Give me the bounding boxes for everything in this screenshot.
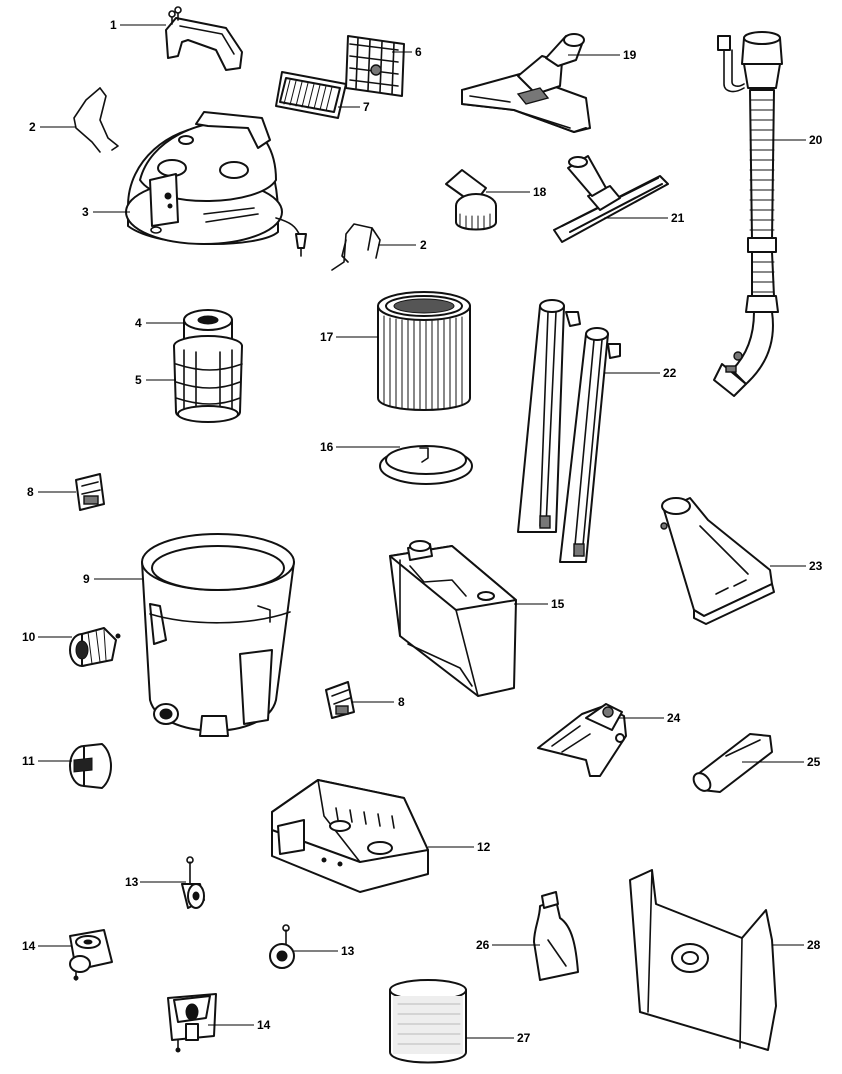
- part-28-dust-bag: [629, 869, 777, 1051]
- part-2-wire-clip-a: [73, 87, 119, 153]
- part-20-hose: [713, 31, 783, 397]
- part-18-dusting-brush: [445, 169, 497, 231]
- svg-text:12: 12: [477, 840, 491, 854]
- part-8-bracket-a: [75, 473, 105, 511]
- callout-14a: 14: [22, 939, 72, 953]
- svg-text:28: 28: [807, 938, 821, 952]
- callout-10: 10: [22, 630, 72, 644]
- svg-text:5: 5: [135, 373, 142, 387]
- svg-text:13: 13: [341, 944, 355, 958]
- callout-13a: 13: [125, 875, 186, 889]
- svg-text:20: 20: [809, 133, 823, 147]
- callout-19: 19: [568, 48, 637, 62]
- svg-text:19: 19: [623, 48, 637, 62]
- svg-text:18: 18: [533, 185, 547, 199]
- callout-17: 17: [320, 330, 378, 344]
- callout-6: 6: [392, 45, 422, 59]
- svg-text:4: 4: [135, 316, 142, 330]
- part-12-wheel-base: [271, 779, 429, 893]
- callout-15: 15: [514, 597, 565, 611]
- part-7-panel-filter: [275, 71, 347, 119]
- callout-8a: 8: [27, 485, 76, 499]
- callout-28: 28: [772, 938, 821, 952]
- part-13-caster-a: [181, 856, 205, 909]
- svg-text:6: 6: [415, 45, 422, 59]
- callout-16: 16: [320, 440, 400, 454]
- part-17-cartridge-filter: [377, 291, 471, 411]
- callout-7: 7: [338, 100, 370, 114]
- svg-text:26: 26: [476, 938, 490, 952]
- svg-text:25: 25: [807, 755, 821, 769]
- svg-text:21: 21: [671, 211, 685, 225]
- svg-text:9: 9: [83, 572, 90, 586]
- svg-text:13: 13: [125, 875, 139, 889]
- svg-text:14: 14: [257, 1018, 271, 1032]
- part-24-spray-nozzle: [537, 703, 627, 777]
- callout-5: 5: [135, 373, 176, 387]
- svg-text:2: 2: [29, 120, 36, 134]
- part-1-carry-handle: [165, 6, 243, 71]
- callout-14b: 14: [208, 1018, 271, 1032]
- svg-text:3: 3: [82, 205, 89, 219]
- part-26-detergent-bottle: [533, 891, 579, 981]
- svg-text:10: 10: [22, 630, 36, 644]
- part-3-motor-head: [125, 111, 307, 257]
- svg-text:14: 14: [22, 939, 36, 953]
- callout-27: 27: [466, 1031, 531, 1045]
- callout-9: 9: [83, 572, 142, 586]
- svg-text:17: 17: [320, 330, 334, 344]
- part-11-drain-cap: [69, 743, 112, 789]
- callout-2b: 2: [378, 238, 427, 252]
- svg-text:8: 8: [27, 485, 34, 499]
- part-8-bracket-b: [325, 681, 355, 719]
- svg-text:27: 27: [517, 1031, 531, 1045]
- part-13-caster-b: [269, 924, 295, 969]
- svg-text:8: 8: [398, 695, 405, 709]
- part-19-floor-nozzle: [461, 33, 591, 133]
- part-22-extension-wands: [517, 299, 621, 563]
- callout-21: 21: [604, 211, 685, 225]
- callout-22: 22: [604, 366, 677, 380]
- svg-text:11: 11: [22, 754, 35, 768]
- callout-23: 23: [770, 559, 823, 573]
- part-5-filter-cage: [173, 335, 243, 423]
- part-27-foam-sleeve: [389, 979, 467, 1064]
- svg-text:16: 16: [320, 440, 334, 454]
- part-6-foam-screen: [345, 35, 405, 97]
- svg-text:15: 15: [551, 597, 565, 611]
- part-14-caster-mount-a: [69, 929, 113, 981]
- part-25-crevice-tool: [692, 733, 773, 793]
- callout-24: 24: [618, 711, 681, 725]
- callout-8b: 8: [352, 695, 405, 709]
- callout-26: 26: [476, 938, 540, 952]
- part-2-wire-clip-b: [331, 223, 381, 271]
- part-15-storage-case: [389, 540, 517, 697]
- callout-2a: 2: [29, 120, 76, 134]
- part-9-tank: [141, 533, 295, 737]
- callout-20: 20: [772, 133, 823, 147]
- svg-text:1: 1: [110, 18, 117, 32]
- part-14-caster-mount-b: [167, 993, 217, 1053]
- svg-text:2: 2: [420, 238, 427, 252]
- callout-4: 4: [135, 316, 184, 330]
- svg-text:22: 22: [663, 366, 677, 380]
- svg-text:23: 23: [809, 559, 823, 573]
- callout-13b: 13: [294, 944, 355, 958]
- part-16-filter-lid: [379, 445, 473, 485]
- svg-text:24: 24: [667, 711, 681, 725]
- callout-25: 25: [742, 755, 821, 769]
- callout-3: 3: [82, 205, 130, 219]
- callout-12: 12: [428, 840, 491, 854]
- part-21-squeegee-nozzle: [553, 155, 669, 243]
- callout-11: 11: [22, 754, 72, 768]
- part-23-upholstery-tool: [660, 497, 775, 625]
- callout-18: 18: [486, 185, 547, 199]
- callout-1: 1: [110, 18, 166, 32]
- part-10-drain: [69, 627, 121, 667]
- svg-text:7: 7: [363, 100, 370, 114]
